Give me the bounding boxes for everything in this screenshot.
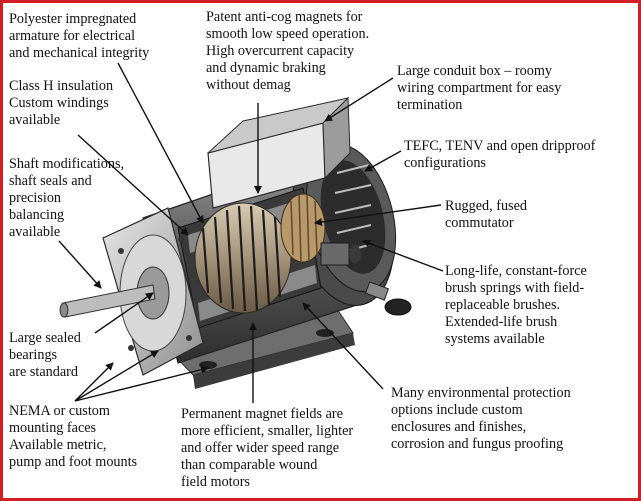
callout-commutator: Rugged, fused commutator: [445, 198, 527, 231]
brush-holder: [320, 242, 412, 316]
motor-illustration: [58, 62, 444, 403]
callout-nema: NEMA or custom mounting faces Available …: [9, 403, 138, 470]
leader-commutator: [314, 204, 442, 226]
leader-nema-2: [74, 350, 159, 402]
armature: [194, 202, 292, 314]
leader-enclosure: [364, 150, 402, 172]
leader-lines: [58, 62, 444, 403]
callout-fields: Permanent magnet fields are more efficie…: [181, 406, 354, 490]
leader-nema-3: [74, 365, 209, 402]
callout-magnets: Patent anti-cog magnets for smooth low s…: [206, 9, 370, 93]
leader-insulation: [77, 134, 189, 236]
leader-bearings: [94, 292, 154, 334]
leader-protection: [302, 302, 384, 390]
callout-enclosure: TEFC, TENV and open dripproof configurat…: [404, 138, 596, 171]
leader-shaft: [58, 240, 102, 289]
shaft: [59, 284, 156, 318]
leader-brushes: [362, 239, 444, 272]
callout-insulation: Class H insulation Custom windings avail…: [9, 78, 114, 128]
callout-armature: Polyester impregnated armature for elect…: [9, 11, 150, 61]
leader-nema-1: [74, 362, 114, 402]
callout-conduit: Large conduit box – roomy wiring compart…: [397, 63, 562, 113]
leader-conduit: [324, 77, 394, 122]
callout-bearings: Large sealed bearings are standard: [9, 330, 81, 380]
leader-armature: [117, 62, 204, 224]
callout-brushes: Long-life, constant-force brush springs …: [445, 263, 587, 347]
callout-shaft: Shaft modifications, shaft seals and pre…: [9, 156, 125, 240]
commutator: [280, 193, 326, 263]
callout-protection: Many environmental protection options in…: [391, 385, 571, 452]
